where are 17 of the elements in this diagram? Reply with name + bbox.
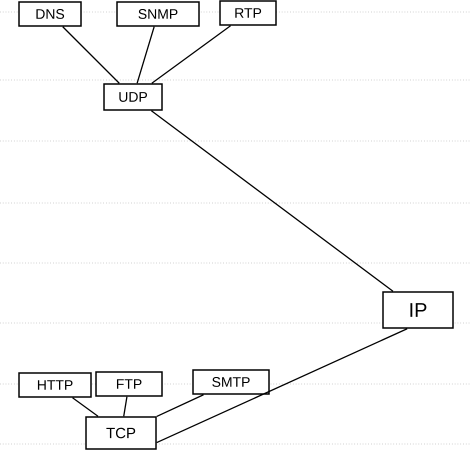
connector-line [151,25,231,84]
protocol-box: TCP [85,416,157,450]
connector-line [72,397,98,417]
protocol-box: DNS [18,1,82,27]
protocol-box: IP [382,291,454,329]
protocol-box: SMTP [192,369,270,395]
connector-line [151,110,394,292]
connector-line [136,26,155,84]
protocol-box: RTP [219,0,277,26]
connector-line [62,26,120,84]
connector-line [123,396,128,416]
protocol-box: HTTP [18,372,92,398]
protocol-box: UDP [103,83,163,111]
connector-line [156,328,408,444]
protocol-box: SNMP [116,1,200,27]
protocol-box: FTP [95,371,163,397]
connector-line [156,394,204,418]
